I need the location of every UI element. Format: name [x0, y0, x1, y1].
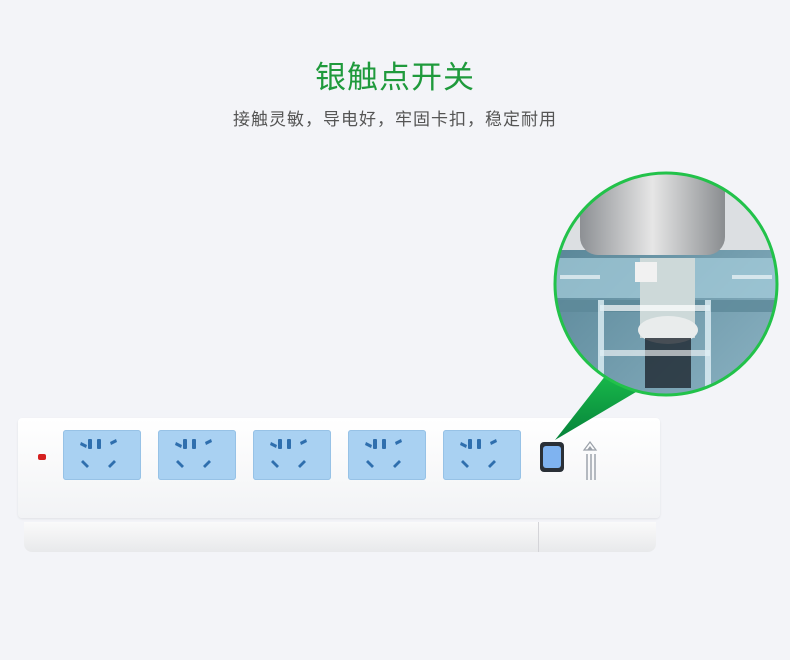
socket-icon [460, 439, 497, 468]
socket-icon [80, 439, 117, 468]
strip-panel [18, 418, 660, 518]
socket-icon [365, 439, 402, 468]
socket-1 [63, 430, 141, 480]
strip-base [24, 522, 656, 552]
socket-3 [253, 430, 331, 480]
switch-button[interactable] [540, 442, 564, 472]
page-title: 银触点开关 [315, 60, 475, 96]
strip-seam [538, 522, 539, 552]
power-strip [18, 418, 660, 553]
power-indicator-light [38, 454, 46, 460]
brand-logo [582, 441, 598, 480]
zoom-pointer [555, 375, 636, 440]
page-subtitle: 接触灵敏，导电好，牢固卡扣，稳定耐用 [233, 110, 557, 130]
socket-2 [158, 430, 236, 480]
socket-4 [348, 430, 426, 480]
switch-button-cap [543, 446, 561, 468]
zoom-border [553, 171, 779, 397]
socket-5 [443, 430, 521, 480]
socket-icon [270, 439, 307, 468]
socket-icon [175, 439, 212, 468]
